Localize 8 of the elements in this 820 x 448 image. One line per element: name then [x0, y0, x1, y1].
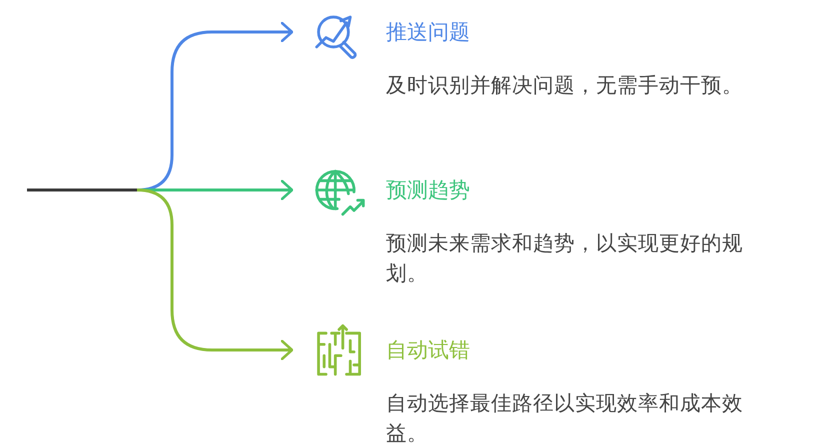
heading-text: 推送问题: [386, 19, 470, 46]
description-text: 自动选择最佳路径以实现效率和成本效益。: [386, 390, 744, 447]
description-text: 预测未来需求和趋势，以实现更好的规划。: [386, 230, 744, 287]
trunk-line: [27, 188, 137, 192]
arrow: [136, 188, 294, 360]
heading-text: 自动试错: [386, 337, 470, 364]
description-text: 及时识别并解决问题，无需手动干预。: [386, 72, 744, 99]
heading-text: 预测趋势: [386, 177, 470, 204]
